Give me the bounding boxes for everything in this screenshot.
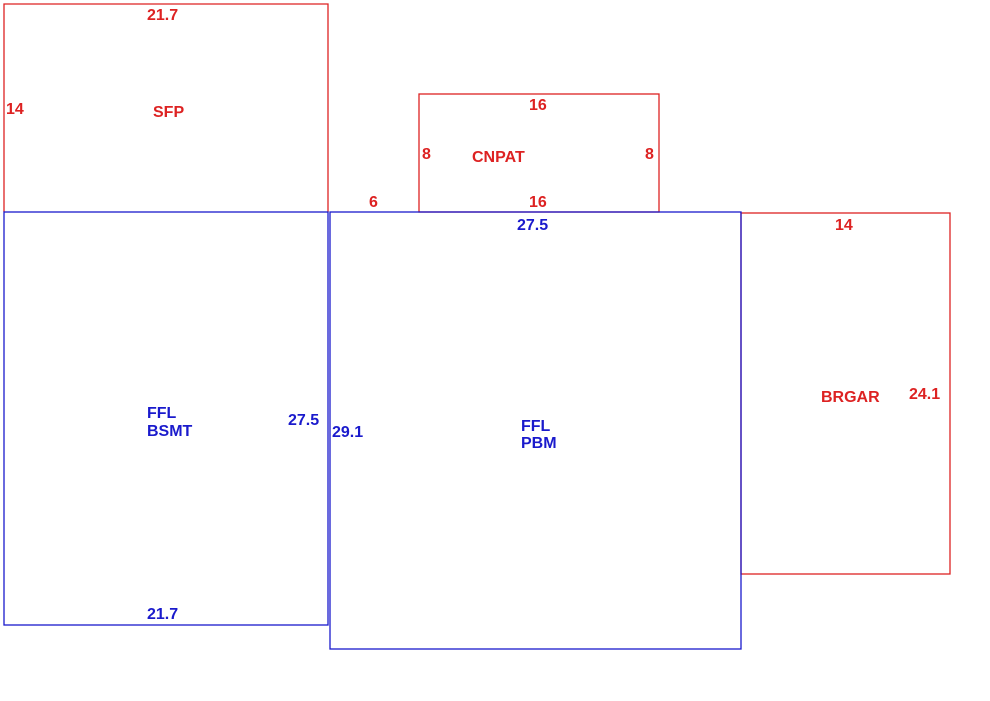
bsmt-bottom-dimension: 21.7: [147, 606, 178, 623]
cnpat-offset-dimension: 6: [369, 194, 378, 211]
pbm-side-dimension: 29.1: [332, 424, 363, 441]
cnpat-area-label: CNPAT: [472, 149, 525, 166]
cnpat-left-dimension: 8: [422, 146, 431, 163]
pbm-outline: [329, 211, 742, 650]
pbm-area-label-line2: PBM: [521, 435, 557, 452]
sfp-area-label: SFP: [153, 104, 184, 121]
brgar-area-label: BRGAR: [821, 389, 880, 406]
red-outlines: [3, 3, 951, 575]
blue-outlines: [3, 211, 742, 650]
cnpat-top-dimension: 16: [529, 97, 547, 114]
sfp-outline: [3, 3, 329, 212]
cnpat-bottom-dimension: 16: [529, 194, 547, 211]
sfp-side-dimension: 14: [6, 101, 24, 118]
sfp-top-dimension: 21.7: [147, 7, 178, 24]
bsmt-side-dimension: 27.5: [288, 412, 319, 429]
bsmt-area-label-line1: FFL: [147, 405, 177, 422]
cnpat-right-dimension: 8: [645, 146, 654, 163]
bsmt-area-label-line2: BSMT: [147, 423, 193, 440]
brgar-top-dimension: 14: [835, 217, 853, 234]
bsmt-outline: [3, 211, 329, 626]
brgar-side-dimension: 24.1: [909, 386, 940, 403]
pbm-area-label-line1: FFL: [521, 418, 551, 435]
pbm-top-dimension: 27.5: [517, 217, 548, 234]
